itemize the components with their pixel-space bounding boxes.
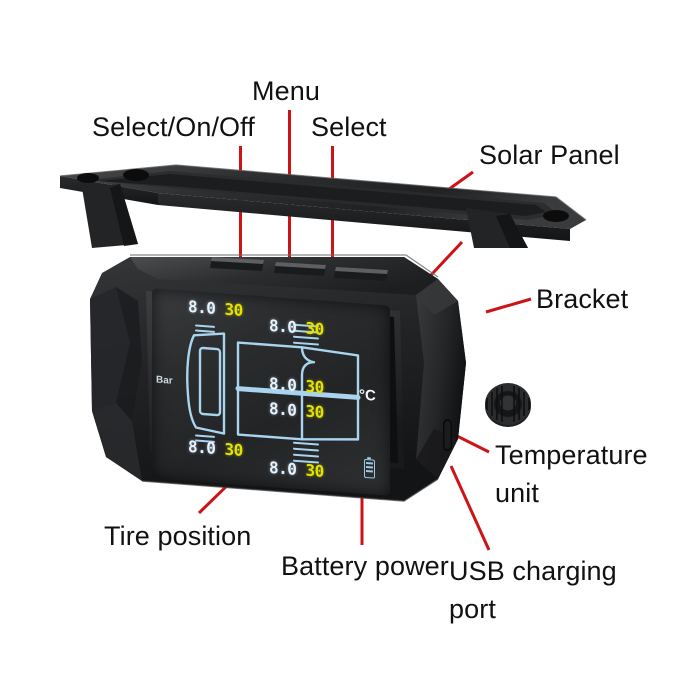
temperature-rear-left: 30 bbox=[224, 439, 243, 460]
vehicle-diagram bbox=[186, 323, 361, 464]
tire-icon-rear-left bbox=[195, 434, 215, 443]
reading-front-left: 8.0 30 bbox=[188, 296, 243, 320]
pressure-front-left: 8.0 bbox=[188, 296, 216, 318]
mounting-bracket bbox=[58, 162, 588, 248]
tire-icon-front-left bbox=[195, 324, 215, 333]
device-right-face bbox=[416, 279, 466, 479]
label-temperature-unit-line2: unit bbox=[495, 478, 539, 508]
right-button[interactable] bbox=[334, 267, 388, 281]
lcd-screen: Bar °C 8.0 30 8.0 30 8.0 30 8 bbox=[152, 288, 390, 496]
reading-mid-left: 8.0 30 bbox=[269, 373, 324, 397]
label-menu: Menu bbox=[252, 76, 320, 106]
celsius-symbol: °C bbox=[359, 386, 376, 405]
pressure-unit-label: Bar bbox=[156, 374, 173, 387]
reading-rear-left: 8.0 30 bbox=[188, 436, 243, 460]
solar-panel-surface bbox=[59, 164, 587, 241]
pressure-mid-right: 8.0 bbox=[269, 398, 297, 420]
device-top-face bbox=[130, 257, 438, 295]
reading-mid-right: 8.0 30 bbox=[269, 398, 324, 422]
trailer-outline bbox=[236, 341, 316, 441]
label-usb-charging-port: USB charging bbox=[449, 556, 617, 586]
temperature-front-left: 30 bbox=[224, 299, 243, 320]
label-usb-charging-port-line2: port bbox=[449, 594, 496, 624]
middle-button[interactable] bbox=[274, 262, 326, 276]
temperature-mid-right: 30 bbox=[305, 401, 324, 422]
reading-front-right: 8.0 30 bbox=[269, 315, 324, 339]
truck-cab-window bbox=[198, 346, 222, 417]
mounting-hole-right bbox=[543, 210, 569, 222]
pressure-rear-left: 8.0 bbox=[188, 436, 216, 458]
usb-port bbox=[443, 419, 452, 451]
mounting-hole-left-inner bbox=[123, 169, 149, 181]
label-select-on-off: Select/On/Off bbox=[92, 112, 255, 142]
label-tire-position: Tire position bbox=[104, 521, 252, 551]
label-solar-panel: Solar Panel bbox=[479, 140, 620, 170]
temperature-front-right: 30 bbox=[305, 318, 324, 339]
mounting-hole-left bbox=[77, 173, 99, 183]
temperature-mid-left: 30 bbox=[305, 376, 324, 397]
left-button[interactable] bbox=[210, 257, 264, 271]
trailer-divider bbox=[235, 386, 361, 400]
pressure-front-right: 8.0 bbox=[269, 315, 297, 337]
label-select: Select bbox=[311, 112, 387, 142]
truck-cab-outline bbox=[186, 332, 226, 435]
label-temperature-unit: Temperature bbox=[495, 440, 648, 470]
pressure-mid-left: 8.0 bbox=[269, 373, 297, 395]
pressure-rear-right: 8.0 bbox=[269, 457, 297, 479]
temperature-rear-right: 30 bbox=[305, 460, 324, 481]
battery-icon bbox=[364, 458, 375, 479]
label-battery-power: Battery power bbox=[281, 551, 449, 581]
label-bracket: Bracket bbox=[536, 284, 629, 314]
tire-icon-mid-bottom bbox=[293, 441, 319, 464]
reading-rear-right: 8.0 30 bbox=[269, 457, 324, 481]
button-group bbox=[210, 257, 388, 281]
tire-icon-mid-top bbox=[293, 323, 319, 346]
bracket-adjust-knob[interactable] bbox=[478, 378, 548, 448]
